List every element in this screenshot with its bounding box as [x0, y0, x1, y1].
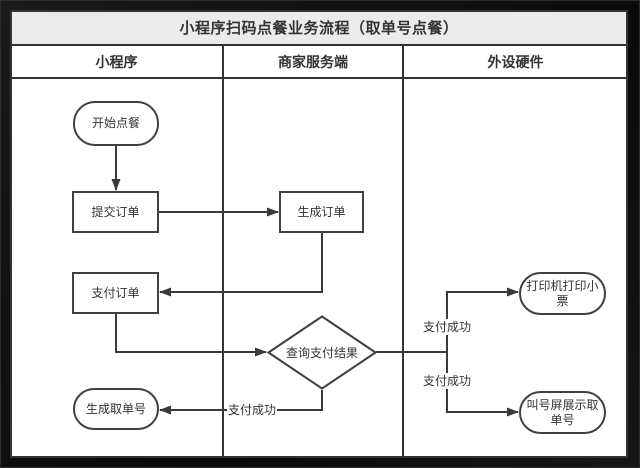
- lane-header-merchant-server: 商家服务端: [278, 53, 348, 70]
- flow-node-generate-pickup-number-label: 生成取单号: [85, 401, 146, 416]
- edge-label-payment-success-call-screen: 支付成功: [422, 373, 472, 389]
- lane-header-miniprogram: 小程序: [95, 53, 138, 70]
- flow-node-create-order-label: 生成订单: [297, 204, 346, 219]
- lane-header-row: 小程序 商家服务端 外设硬件: [10, 46, 628, 79]
- flow-node-submit-order-label: 提交订单: [91, 204, 140, 219]
- flow-node-pay-order: 支付订单: [72, 272, 159, 314]
- edge-label-payment-success-printer: 支付成功: [422, 319, 472, 335]
- edge-query-to-generate-number: [159, 390, 323, 415]
- flow-node-pay-order-label: 支付订单: [91, 285, 140, 300]
- flow-node-call-screen-show-pickup-number: 叫号屏展示取单号: [519, 391, 606, 434]
- decision-diamond-shape: [267, 315, 377, 390]
- flow-node-submit-order: 提交订单: [72, 191, 159, 233]
- flow-node-call-screen-show-pickup-number-label: 叫号屏展示取单号: [526, 397, 599, 427]
- lane-divider-2: [402, 46, 404, 458]
- lane-header-peripheral-hardware: 外设硬件: [487, 53, 544, 70]
- edge-query-to-call-screen: [446, 352, 519, 417]
- flow-node-create-order: 生成订单: [279, 191, 364, 233]
- flow-node-generate-pickup-number: 生成取单号: [73, 388, 159, 430]
- flow-node-start-label: 开始点餐: [91, 116, 140, 130]
- flowchart-panel: 小程序扫码点餐业务流程（取单号点餐） 小程序 商家服务端 外设硬件 开始点餐: [10, 10, 628, 458]
- flow-node-printer-print-receipt: 打印机打印小票: [519, 272, 606, 315]
- edge-create-to-pay: [159, 233, 323, 297]
- flow-node-query-payment-result: 查询支付结果: [267, 315, 377, 390]
- flow-node-start: 开始点餐: [73, 101, 159, 146]
- diagram-title: 小程序扫码点餐业务流程（取单号点餐）: [10, 10, 628, 46]
- flow-node-printer-print-receipt-label: 打印机打印小票: [526, 278, 599, 308]
- edge-label-payment-success-generate-number: 支付成功: [227, 402, 277, 418]
- flow-node-query-payment-result-label: 查询支付结果: [285, 346, 358, 360]
- lane-divider-1: [222, 46, 224, 458]
- edge-pay-to-query: [115, 314, 267, 357]
